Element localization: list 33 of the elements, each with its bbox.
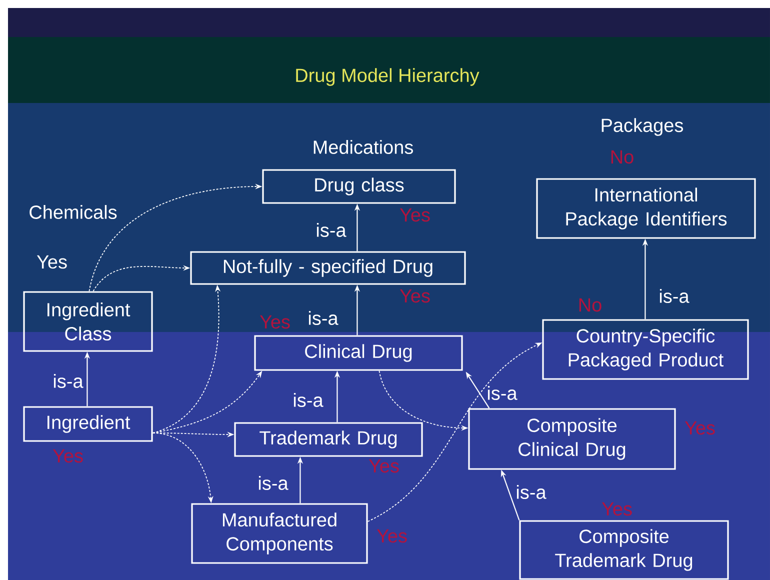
- edge-label: is-a: [316, 223, 346, 237]
- concept-box: Composite Clinical Drug: [468, 408, 676, 470]
- concept-box: Manufactured Components: [191, 503, 368, 564]
- edge-label: is-a: [516, 485, 546, 499]
- concept-box: Drug class: [262, 169, 456, 204]
- status-label: Yes: [602, 502, 632, 516]
- concept-box: Composite Trademark Drug: [519, 520, 729, 580]
- concept-box: International Package Identifiers: [536, 178, 756, 239]
- title: Drug Model Hierarchy: [296, 68, 480, 86]
- section-label: Chemicals: [30, 205, 117, 219]
- status-label: No: [579, 298, 602, 312]
- section-label: Yes: [36, 255, 67, 269]
- edge-label: is-a: [488, 386, 518, 400]
- section-label: Packages: [602, 118, 684, 136]
- status-label: Yes: [684, 421, 715, 435]
- edge-label: is-a: [294, 393, 324, 407]
- edge-label: is-a: [308, 311, 338, 325]
- concept-box: Ingredient Class: [23, 291, 153, 352]
- edge-label: is-a: [258, 476, 288, 490]
- concept-box: Ingredient: [23, 406, 153, 442]
- status-label: Yes: [400, 208, 430, 222]
- concept-box: Not-fully - specified Drug: [190, 251, 466, 285]
- status-label: Yes: [52, 449, 83, 463]
- status-label: Yes: [376, 529, 407, 543]
- status-label: Yes: [400, 289, 430, 303]
- concept-box: Trademark Drug: [234, 422, 423, 457]
- concept-box: Country-Specific Packaged Product: [542, 319, 749, 380]
- status-label: No: [611, 150, 634, 164]
- edge-label: is-a: [660, 289, 690, 303]
- status-label: Yes: [260, 315, 290, 329]
- concept-box: Clinical Drug: [254, 335, 463, 371]
- status-label: Yes: [368, 459, 399, 473]
- edge-label: is-a: [54, 374, 84, 388]
